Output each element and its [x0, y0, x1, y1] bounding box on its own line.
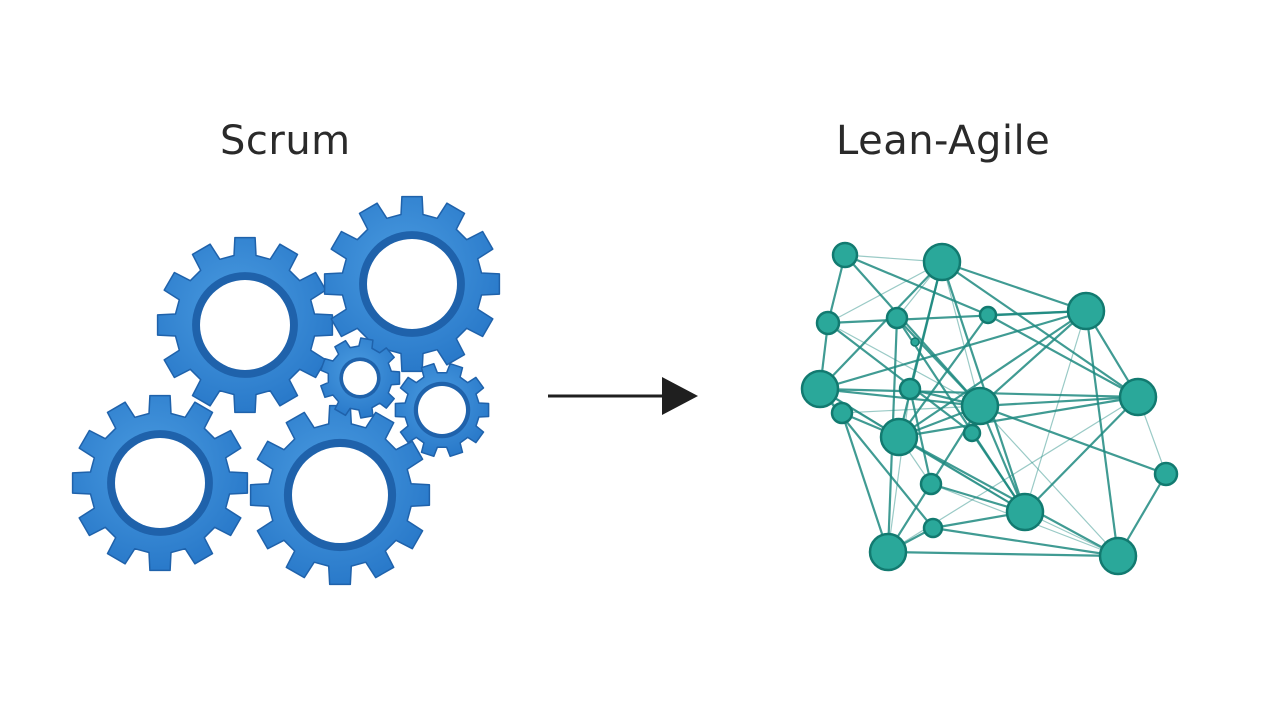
network-edge — [908, 261, 944, 390]
network-node — [1066, 291, 1106, 331]
network-edge — [827, 261, 943, 324]
network-edge — [898, 436, 1119, 557]
network-node — [962, 423, 982, 443]
arrow-right-icon — [548, 377, 698, 415]
scrum-title: Scrum — [220, 118, 351, 164]
network-node — [978, 305, 998, 325]
network-edge — [940, 261, 1027, 513]
network-edge — [819, 387, 981, 408]
network-edge — [941, 260, 1087, 313]
network-node — [1098, 536, 1138, 576]
network-node — [898, 377, 922, 401]
network-edge — [896, 317, 981, 407]
network-edge — [941, 261, 981, 407]
network-node — [1118, 377, 1158, 417]
network-node — [885, 306, 909, 330]
network-node — [922, 517, 944, 539]
network-edge — [932, 526, 1119, 558]
network-node — [815, 310, 841, 336]
gear-icon — [249, 404, 431, 586]
network-edge — [987, 314, 1139, 398]
network-edge — [898, 310, 1087, 438]
lean-agile-title: Lean-Agile — [836, 118, 1051, 164]
network-node — [922, 242, 962, 282]
network-node — [919, 472, 943, 496]
network-edge — [819, 309, 1087, 391]
network-node — [831, 241, 859, 269]
network-edge — [844, 253, 989, 317]
network-node — [960, 386, 1000, 426]
network-edge — [827, 309, 1087, 325]
gear-icon — [323, 195, 501, 373]
gear-icon — [71, 394, 249, 572]
network-node — [800, 369, 840, 409]
network-node — [1153, 461, 1179, 487]
network-edge — [979, 310, 1087, 407]
network-edge — [941, 261, 1139, 398]
network-edge — [979, 395, 1139, 408]
network-edge — [841, 405, 981, 414]
network-edge — [840, 412, 890, 553]
network-node — [879, 417, 919, 457]
gear-icon — [320, 337, 401, 419]
network-edge — [979, 405, 1119, 557]
network-edge — [887, 550, 1119, 558]
gear-icon — [156, 236, 334, 414]
network-edge — [898, 395, 1139, 439]
network-node — [868, 532, 908, 572]
network-icon — [800, 241, 1179, 576]
gear-icon — [394, 362, 490, 458]
network-edge — [827, 322, 973, 434]
network-node — [1005, 492, 1045, 532]
network-edge — [887, 388, 911, 553]
network-edge — [819, 261, 943, 390]
network-edge — [1024, 396, 1139, 513]
network-edge — [898, 314, 989, 438]
network-node — [910, 337, 920, 347]
network-node — [830, 401, 854, 425]
network-edge — [908, 388, 933, 485]
gears-icon — [71, 195, 501, 586]
